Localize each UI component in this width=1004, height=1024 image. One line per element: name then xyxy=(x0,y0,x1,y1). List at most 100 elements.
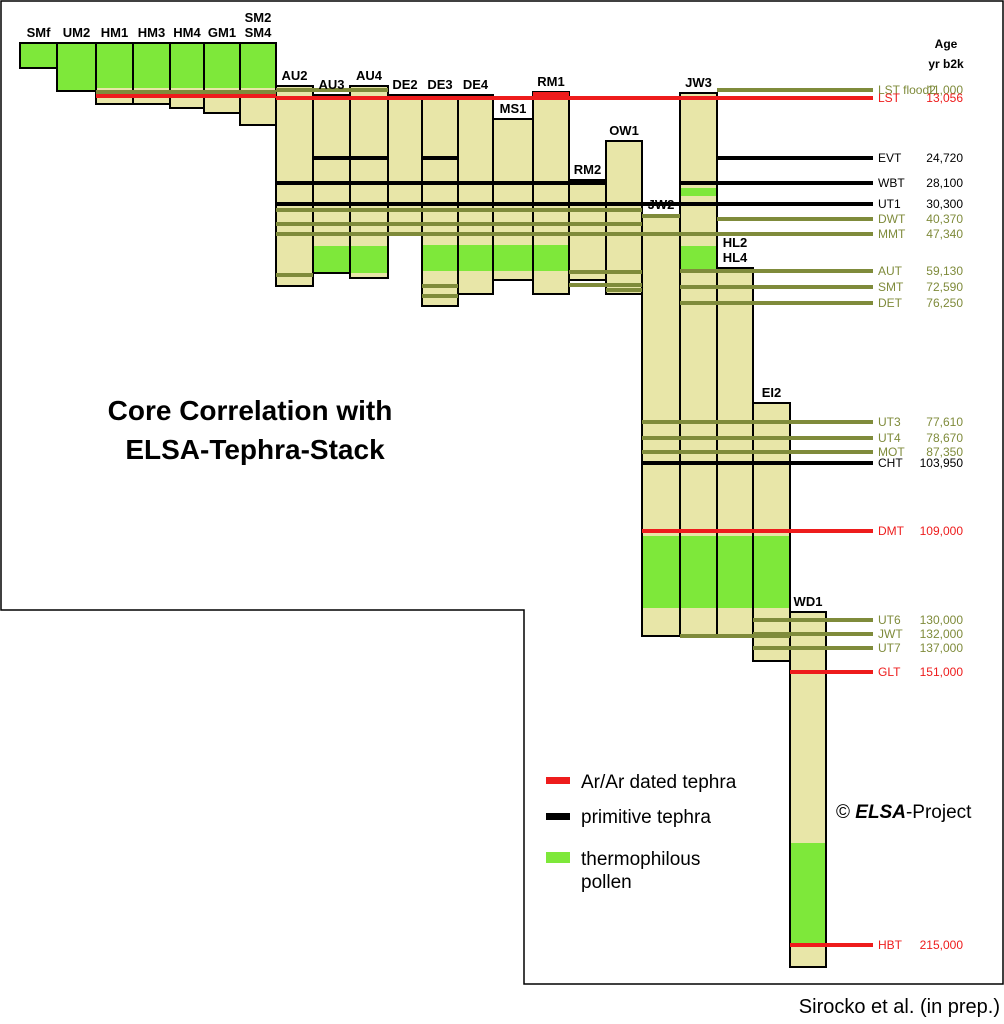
tephra-line-ut1 xyxy=(276,202,873,206)
tephra-name-lst: LST xyxy=(878,91,901,105)
core-tephra-mark-1 xyxy=(96,90,276,94)
core-tephra-mark-4 xyxy=(313,156,388,160)
core-label-hm4: HM4 xyxy=(173,25,201,40)
core-label-au2: AU2 xyxy=(281,68,307,83)
tephra-age-evt: 24,720 xyxy=(926,151,963,165)
tephra-age-glt: 151,000 xyxy=(920,665,964,679)
core-label-de4: DE4 xyxy=(463,77,489,92)
tephra-age-jwt: 132,000 xyxy=(920,627,964,641)
legend-swatch-primitive xyxy=(546,813,570,820)
tephra-age-wbt: 28,100 xyxy=(926,176,963,190)
core-label-hm1: HM1 xyxy=(101,25,128,40)
pollen-zone-au3-1 xyxy=(313,246,350,273)
diagram-title-line-1: Core Correlation with xyxy=(108,395,393,426)
core-label-jw2: JW2 xyxy=(648,197,675,212)
age-unit-header: yr b2k xyxy=(928,57,964,71)
core-outline-wd1 xyxy=(789,611,827,968)
pollen-zone-hm4-1 xyxy=(170,43,204,88)
tephra-name-dwt: DWT xyxy=(878,212,906,226)
tephra-name-jwt: JWT xyxy=(878,627,903,641)
tephra-age-dmt: 109,000 xyxy=(920,524,964,538)
pollen-zone-um2-1 xyxy=(57,43,96,91)
tephra-line-evt xyxy=(717,156,873,160)
pollen-zone-jw2-1 xyxy=(642,536,680,608)
core-column-de3 xyxy=(422,95,458,306)
legend-label-pollen-line-1: thermophilous xyxy=(581,849,700,870)
core-tephra-mark-3 xyxy=(276,88,388,92)
tephra-line-aut xyxy=(680,269,873,273)
core-label-hl2-hl4-line-1: HL2 xyxy=(723,235,748,250)
tephra-line-lst xyxy=(276,96,873,100)
core-tephra-mark-12 xyxy=(422,284,458,288)
core-label-rm1: RM1 xyxy=(537,74,564,89)
core-label-au4: AU4 xyxy=(356,68,383,83)
core-tephra-mark-19 xyxy=(680,634,790,638)
tephra-age-cht: 103,950 xyxy=(920,456,964,470)
tephra-line-ut3 xyxy=(642,420,873,424)
core-label-hl2-hl4-line-2: HL4 xyxy=(723,250,748,265)
core-label-ow1: OW1 xyxy=(609,123,639,138)
tephra-line-dmt xyxy=(642,529,873,533)
pollen-zone-jw3-3 xyxy=(680,536,717,608)
pollen-zone-ms1-1 xyxy=(493,245,533,271)
tephra-layer xyxy=(96,88,873,947)
tephra-name-glt: GLT xyxy=(878,665,901,679)
diagram-title-line-2: ELSA-Tephra-Stack xyxy=(125,434,385,465)
tephra-age-lst: 13,056 xyxy=(926,91,963,105)
core-tephra-mark-5 xyxy=(422,156,458,160)
legend-swatch-arar xyxy=(546,777,570,784)
core-tephra-mark-6 xyxy=(276,181,606,185)
core-tephra-mark-15 xyxy=(569,283,642,287)
core-column-de2 xyxy=(388,95,422,233)
tephra-age-ut3: 77,610 xyxy=(926,415,963,429)
tephra-name-ut6: UT6 xyxy=(878,613,901,627)
pollen-zone-sm2-sm4-1 xyxy=(240,43,276,88)
core-label-hm3: HM3 xyxy=(138,25,165,40)
tephra-name-wbt: WBT xyxy=(878,176,905,190)
core-column-ow1 xyxy=(606,141,642,294)
legend: Ar/Ar dated tephra primitive tephra ther… xyxy=(546,772,737,893)
core-label-rm2: RM2 xyxy=(574,162,601,177)
tephra-age-det: 76,250 xyxy=(926,296,963,310)
core-label-um2: UM2 xyxy=(63,25,90,40)
tephra-age-dwt: 40,370 xyxy=(926,212,963,226)
legend-label-primitive: primitive tephra xyxy=(581,807,711,828)
pollen-zone-jw3-1 xyxy=(680,188,717,196)
core-tephra-mark-2 xyxy=(96,94,276,98)
tephra-line-dwt xyxy=(717,217,873,221)
tephra-line-jwt xyxy=(753,632,873,636)
tephra-age-aut: 59,130 xyxy=(926,264,963,278)
tephra-age-mot: 87,350 xyxy=(926,445,963,459)
tephra-age-ut7: 137,000 xyxy=(920,641,964,655)
tephra-line-det xyxy=(680,301,873,305)
tephra-name-hbt: HBT xyxy=(878,938,903,952)
tephra-name-ut7: UT7 xyxy=(878,641,901,655)
pollen-zone-ei2-1 xyxy=(753,536,790,608)
tephra-line-hbt xyxy=(790,943,873,947)
tephra-line-wbt xyxy=(680,181,873,185)
tephra-name-ut3: UT3 xyxy=(878,415,901,429)
pollen-zone-hl2-hl4-1 xyxy=(717,536,753,608)
pollen-zone-de3-1 xyxy=(422,245,458,271)
tephra-name-ut1: UT1 xyxy=(878,197,901,211)
core-outline-sm2-sm4 xyxy=(239,42,277,126)
legend-label-arar: Ar/Ar dated tephra xyxy=(581,772,737,793)
tephra-age-mmt: 47,340 xyxy=(926,227,963,241)
age-header: Age xyxy=(935,37,958,51)
tephra-age-smt: 72,590 xyxy=(926,280,963,294)
core-label-smf: SMf xyxy=(27,25,52,40)
core-tephra-mark-13 xyxy=(422,294,458,298)
tephra-age-ut6: 130,000 xyxy=(920,613,964,627)
pollen-zone-jw3-2 xyxy=(680,246,717,270)
tephra-name-ut4: UT4 xyxy=(878,431,901,445)
core-label-ei2: EI2 xyxy=(762,385,782,400)
core-tephra-mark-17 xyxy=(642,214,680,218)
tephra-name-mmt: MMT xyxy=(878,227,906,241)
citation: Sirocko et al. (in prep.) xyxy=(799,996,1000,1018)
tephra-name-dmt: DMT xyxy=(878,524,905,538)
legend-label-pollen-line-2: pollen xyxy=(581,872,632,893)
core-column-au2 xyxy=(276,86,313,286)
core-tephra-mark-14 xyxy=(569,270,642,274)
